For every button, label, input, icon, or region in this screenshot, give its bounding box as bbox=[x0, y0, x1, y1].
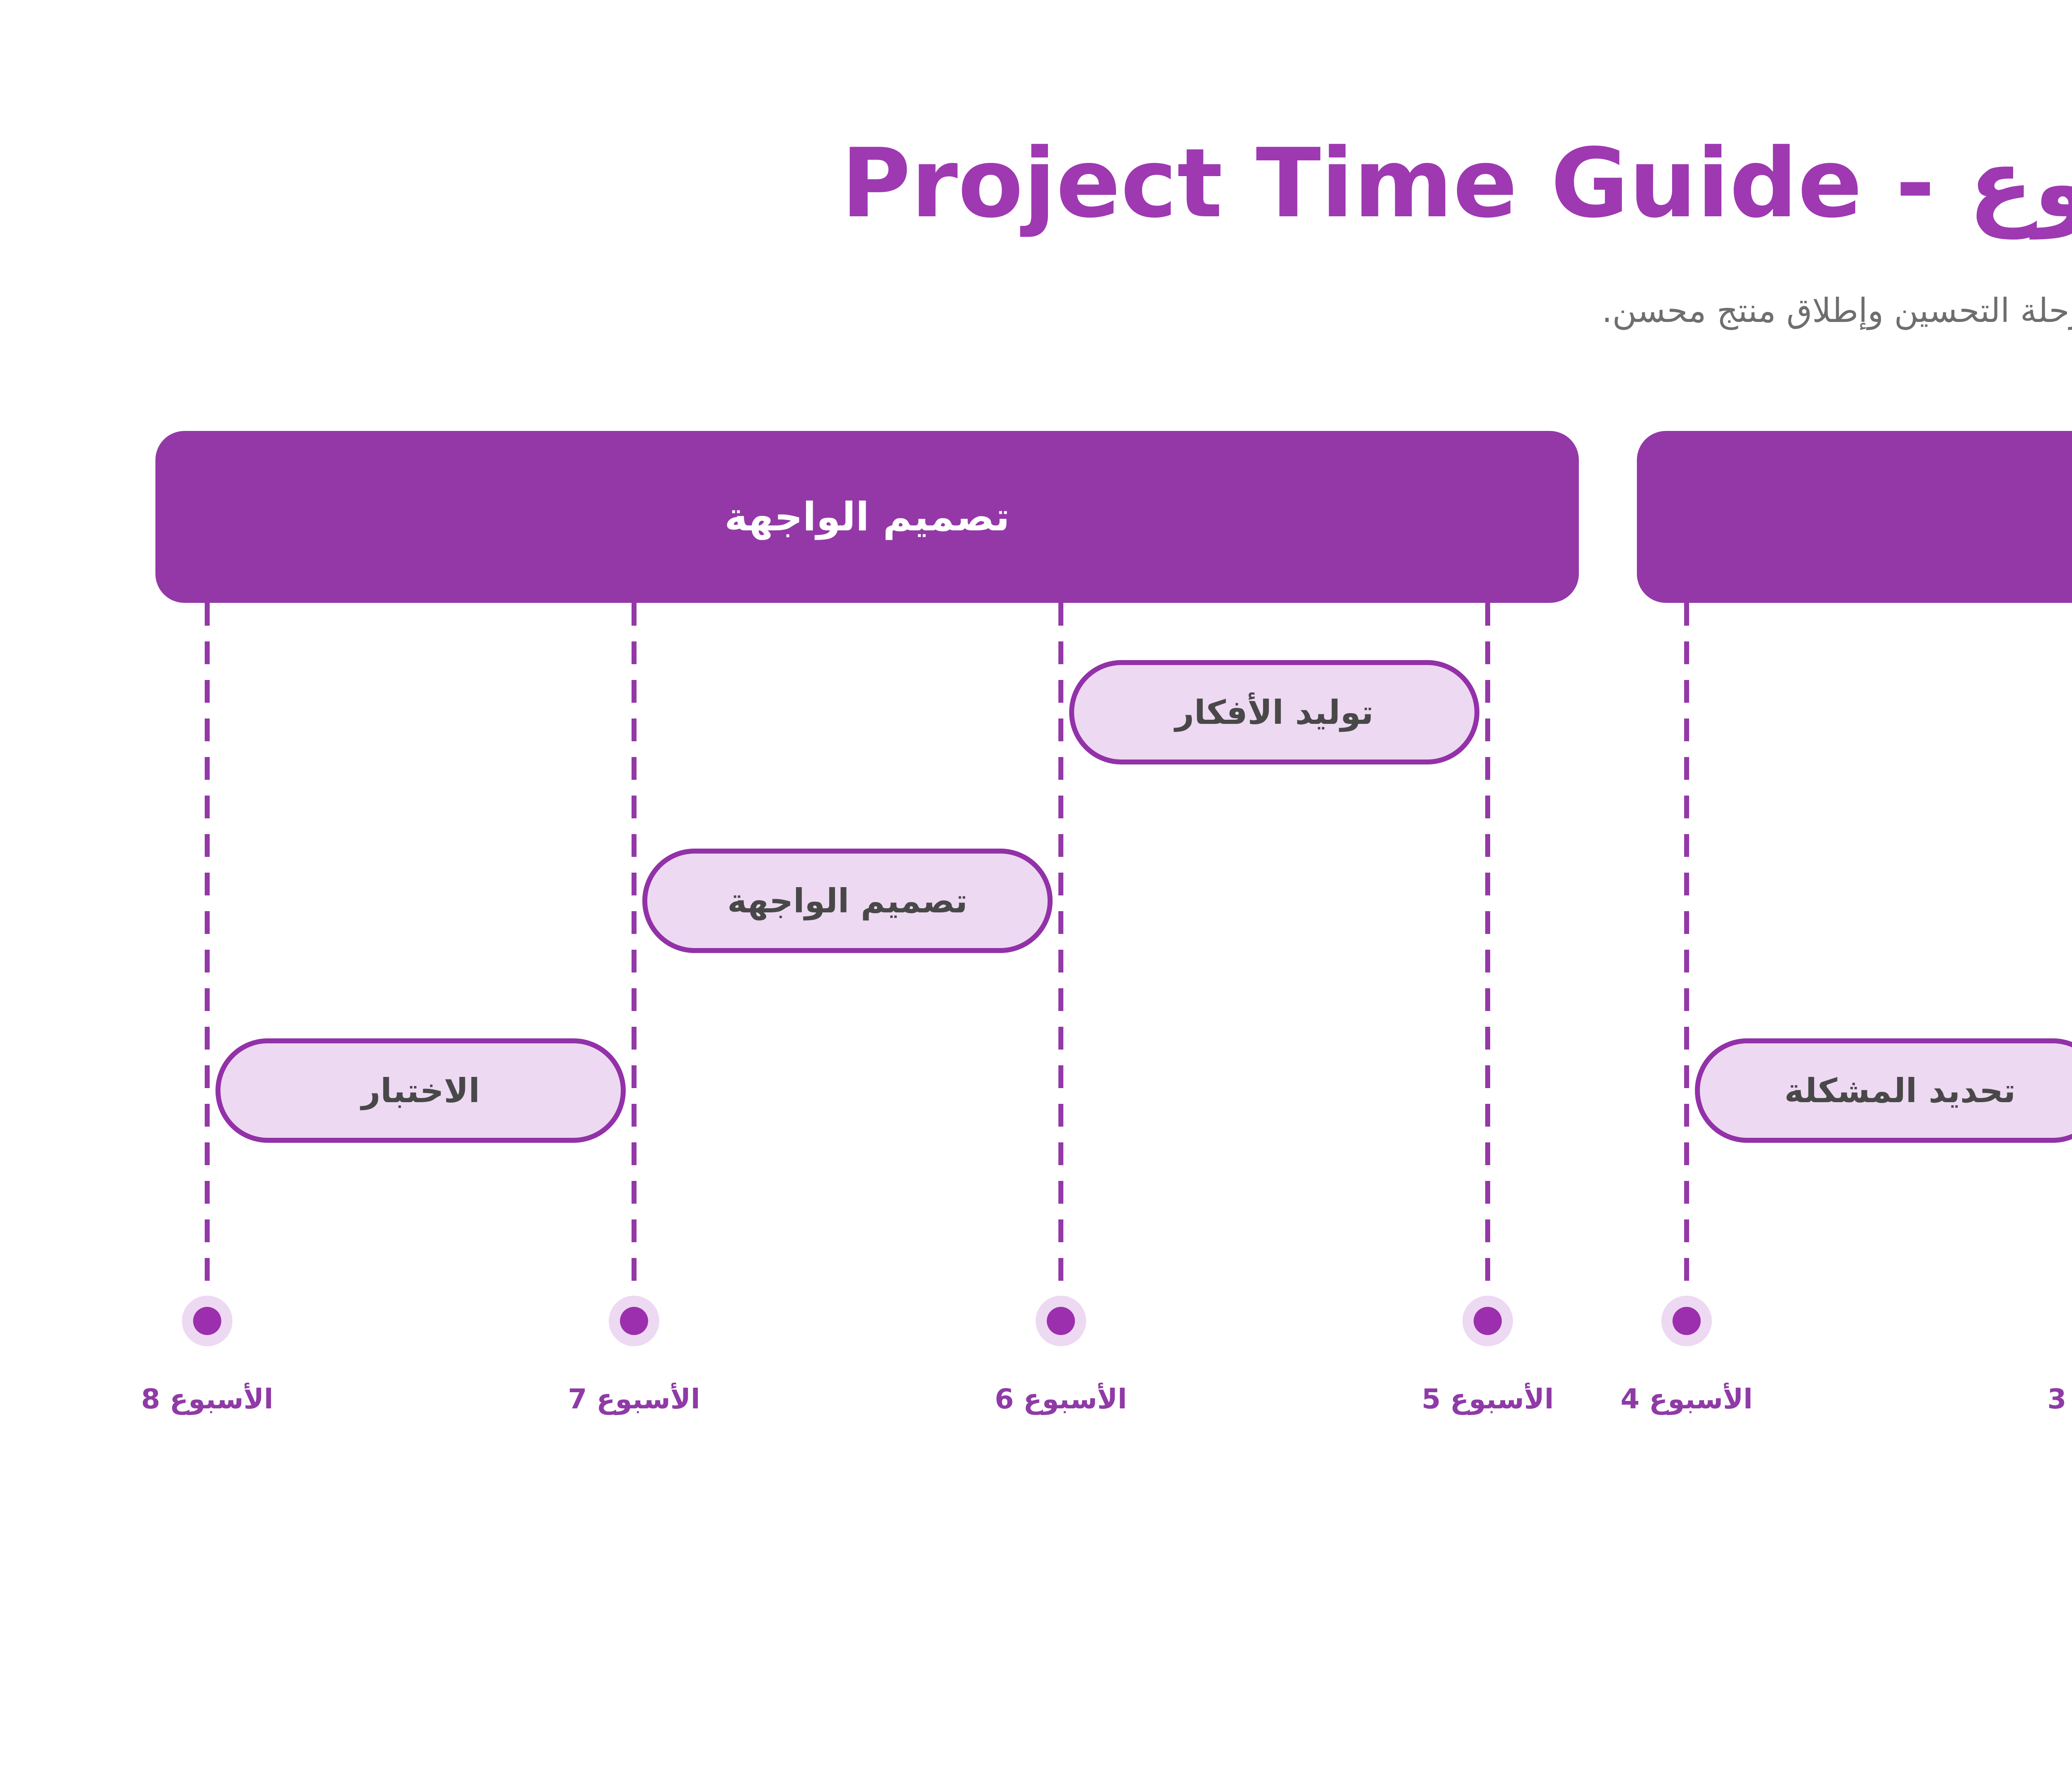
week-dashed-line bbox=[1058, 603, 1063, 1297]
week-dashed-line bbox=[205, 603, 210, 1297]
week-label: الأسبوع 3 bbox=[2047, 1383, 2072, 1415]
milestone-pill-label: تحديد المشكلة bbox=[1784, 1071, 2016, 1110]
page-title: الجدول الزمني للمشروع - Project Time Gui… bbox=[841, 128, 2072, 239]
week-dot bbox=[1474, 1307, 1502, 1335]
week-dashed-line bbox=[1684, 603, 1689, 1297]
week-dot bbox=[1673, 1307, 1701, 1335]
week-dashed-line bbox=[1485, 603, 1490, 1297]
week-label: الأسبوع 6 bbox=[995, 1383, 1127, 1415]
milestone-pill: تحديد المشكلة bbox=[1695, 1038, 2072, 1143]
heading-block: الجدول الزمني للمشروع - Project Time Gui… bbox=[83, 124, 2072, 332]
week-dashed-line bbox=[632, 603, 637, 1297]
week-label: الأسبوع 4 bbox=[1620, 1383, 1753, 1415]
milestone-pill-label: توليد الأفكار bbox=[1175, 693, 1374, 732]
week-dot bbox=[620, 1307, 648, 1335]
week-label: الأسبوع 8 bbox=[141, 1383, 274, 1415]
milestone-pill: الاختبار bbox=[215, 1038, 626, 1143]
week-dot bbox=[1047, 1307, 1075, 1335]
page-subtitle: تم تصميم الجدول الزمني للمشروع على مدى ش… bbox=[1602, 291, 2072, 330]
milestone-pill-label: تصميم الواجهة bbox=[727, 881, 968, 920]
milestone-pill: تصميم الواجهة bbox=[642, 849, 1053, 953]
milestone-pill: توليد الأفكار bbox=[1069, 660, 1479, 764]
phase-header: تصميم الواجهة bbox=[155, 431, 1579, 603]
week-label: الأسبوع 7 bbox=[568, 1383, 700, 1415]
phase-header: بحث تجربة المستخدم bbox=[1637, 431, 2072, 603]
week-dot bbox=[193, 1307, 221, 1335]
milestone-pill-label: الاختبار bbox=[361, 1071, 480, 1110]
week-label: الأسبوع 5 bbox=[1421, 1383, 1554, 1415]
phase-header-label: تصميم الواجهة bbox=[724, 494, 1010, 540]
